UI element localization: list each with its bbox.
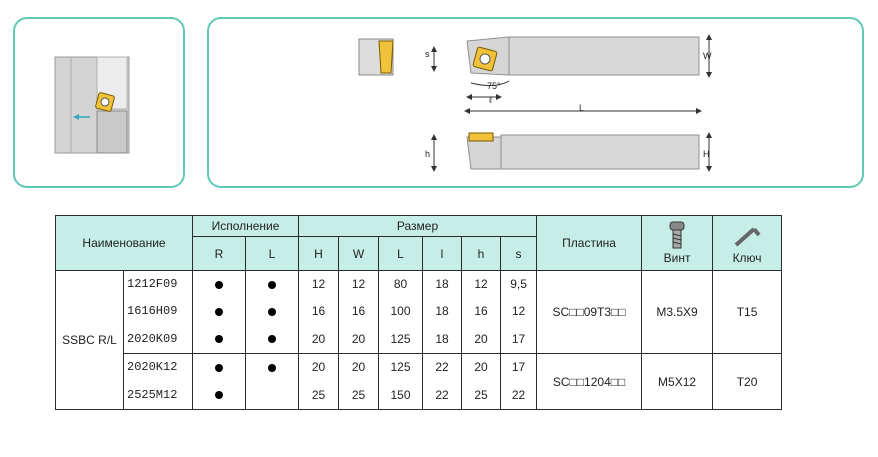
value-l: 18 <box>435 304 449 319</box>
dim-h-label: h <box>425 149 430 159</box>
code: 2020K12 <box>127 360 178 375</box>
available-dot <box>215 307 223 316</box>
subheader-H: H <box>298 236 339 271</box>
value-W: 12 <box>351 277 366 292</box>
toolholder-shape <box>96 110 128 154</box>
value-s: 22 <box>511 387 526 402</box>
insert-header: Пластина <box>536 215 643 271</box>
value-Ldim: 80 <box>393 277 408 292</box>
value-Ldim: 150 <box>390 387 411 402</box>
code: 2020K09 <box>127 331 178 346</box>
torx-key-icon <box>713 221 781 249</box>
dimension-drawing-panel: s W 75° ℓ L h H <box>207 17 864 188</box>
subheader-L: L <box>245 236 299 271</box>
shank-top-view <box>508 36 700 76</box>
value-Ldim: 125 <box>390 360 411 375</box>
value-W: 25 <box>351 387 366 402</box>
available-dot <box>268 363 276 372</box>
value-h: 25 <box>474 387 488 402</box>
dim-L-label: L <box>579 103 584 113</box>
availability-slot <box>215 271 223 298</box>
value-H: 16 <box>311 304 326 319</box>
name-header: Наименование <box>55 215 193 271</box>
screw-cell: M3.5X9 <box>641 270 714 354</box>
code: 1616H09 <box>127 304 178 319</box>
availability-slot <box>215 326 223 353</box>
table-row: 2020K12 2525M12 20 25 20 25 125 150 22 22 20… <box>56 353 783 410</box>
value-H: 12 <box>311 277 326 292</box>
codes-cell: 2020K12 2525M12 <box>123 353 193 410</box>
dim-s-label: s <box>425 49 430 59</box>
value-W: 20 <box>351 360 366 375</box>
value-H: 25 <box>311 387 326 402</box>
size-header: Размер <box>297 215 538 237</box>
value-W: 16 <box>351 304 366 319</box>
value-s: 9,5 <box>510 277 527 292</box>
availability-slot <box>268 326 276 353</box>
application-illustration-panel <box>13 17 185 188</box>
availability-slot <box>268 354 276 381</box>
dim-H-label: H <box>703 149 710 159</box>
shank-side-view <box>500 134 700 170</box>
available-dot <box>215 391 223 400</box>
dim-w-label: W <box>703 51 712 61</box>
value-s: 17 <box>511 331 526 346</box>
code: 2525M12 <box>127 387 178 402</box>
value-Ldim: 100 <box>390 304 411 319</box>
value-s: 12 <box>511 304 526 319</box>
value-H: 20 <box>311 360 326 375</box>
subheader-s: s <box>499 236 538 271</box>
value-h: 16 <box>474 304 488 319</box>
key-header: Ключ <box>712 215 783 271</box>
available-dot <box>268 307 276 316</box>
screw-icon <box>642 221 712 249</box>
available-dot <box>268 335 276 344</box>
spec-table: Наименование Исполнение Размер Пластина … <box>55 215 783 410</box>
availability-slot <box>215 298 223 325</box>
code: 1212F09 <box>127 277 178 292</box>
available-dot <box>215 280 223 289</box>
availability-slot <box>268 298 276 325</box>
insert-cell: SC□□09T3□□ <box>536 270 643 354</box>
available-dot <box>215 335 223 344</box>
value-l: 22 <box>435 387 449 402</box>
subheader-h: h <box>461 236 501 271</box>
key-cell: T15 <box>712 270 783 354</box>
value-l: 18 <box>435 331 449 346</box>
availability-slot <box>215 354 223 381</box>
subheader-l: l <box>422 236 462 271</box>
toolholder-dimension-drawing: s W 75° ℓ L h H <box>358 34 712 172</box>
insert-cell: SC□□1204□□ <box>536 353 643 410</box>
subheader-W: W <box>338 236 379 271</box>
execution-header: Исполнение <box>192 215 299 237</box>
value-l: 18 <box>435 277 449 292</box>
series-cell: SSBC R/L <box>55 270 124 410</box>
value-l: 22 <box>435 360 449 375</box>
subheader-Ldim: L <box>378 236 423 271</box>
dim-angle-label: 75° <box>487 81 501 91</box>
value-h: 20 <box>474 331 488 346</box>
key-cell: T20 <box>712 353 783 410</box>
value-W: 20 <box>351 331 366 346</box>
value-h: 20 <box>474 360 488 375</box>
screw-header: Винт <box>641 215 714 271</box>
screw-label: Винт <box>663 251 691 265</box>
available-dot <box>268 280 276 289</box>
key-label: Ключ <box>732 251 762 265</box>
value-H: 20 <box>311 331 326 346</box>
dim-l-small-label: ℓ <box>489 95 493 105</box>
available-dot <box>215 363 223 372</box>
availability-slot <box>268 271 276 298</box>
subheader-R: R <box>192 236 246 271</box>
value-h: 12 <box>474 277 488 292</box>
availability-slot <box>215 382 223 409</box>
turning-application-drawing <box>54 56 130 154</box>
insert-shape <box>95 92 115 112</box>
value-s: 17 <box>511 360 526 375</box>
value-Ldim: 125 <box>390 331 411 346</box>
screw-cell: M5X12 <box>641 353 714 410</box>
codes-cell: 1212F09 1616H09 2020K09 <box>123 270 193 354</box>
